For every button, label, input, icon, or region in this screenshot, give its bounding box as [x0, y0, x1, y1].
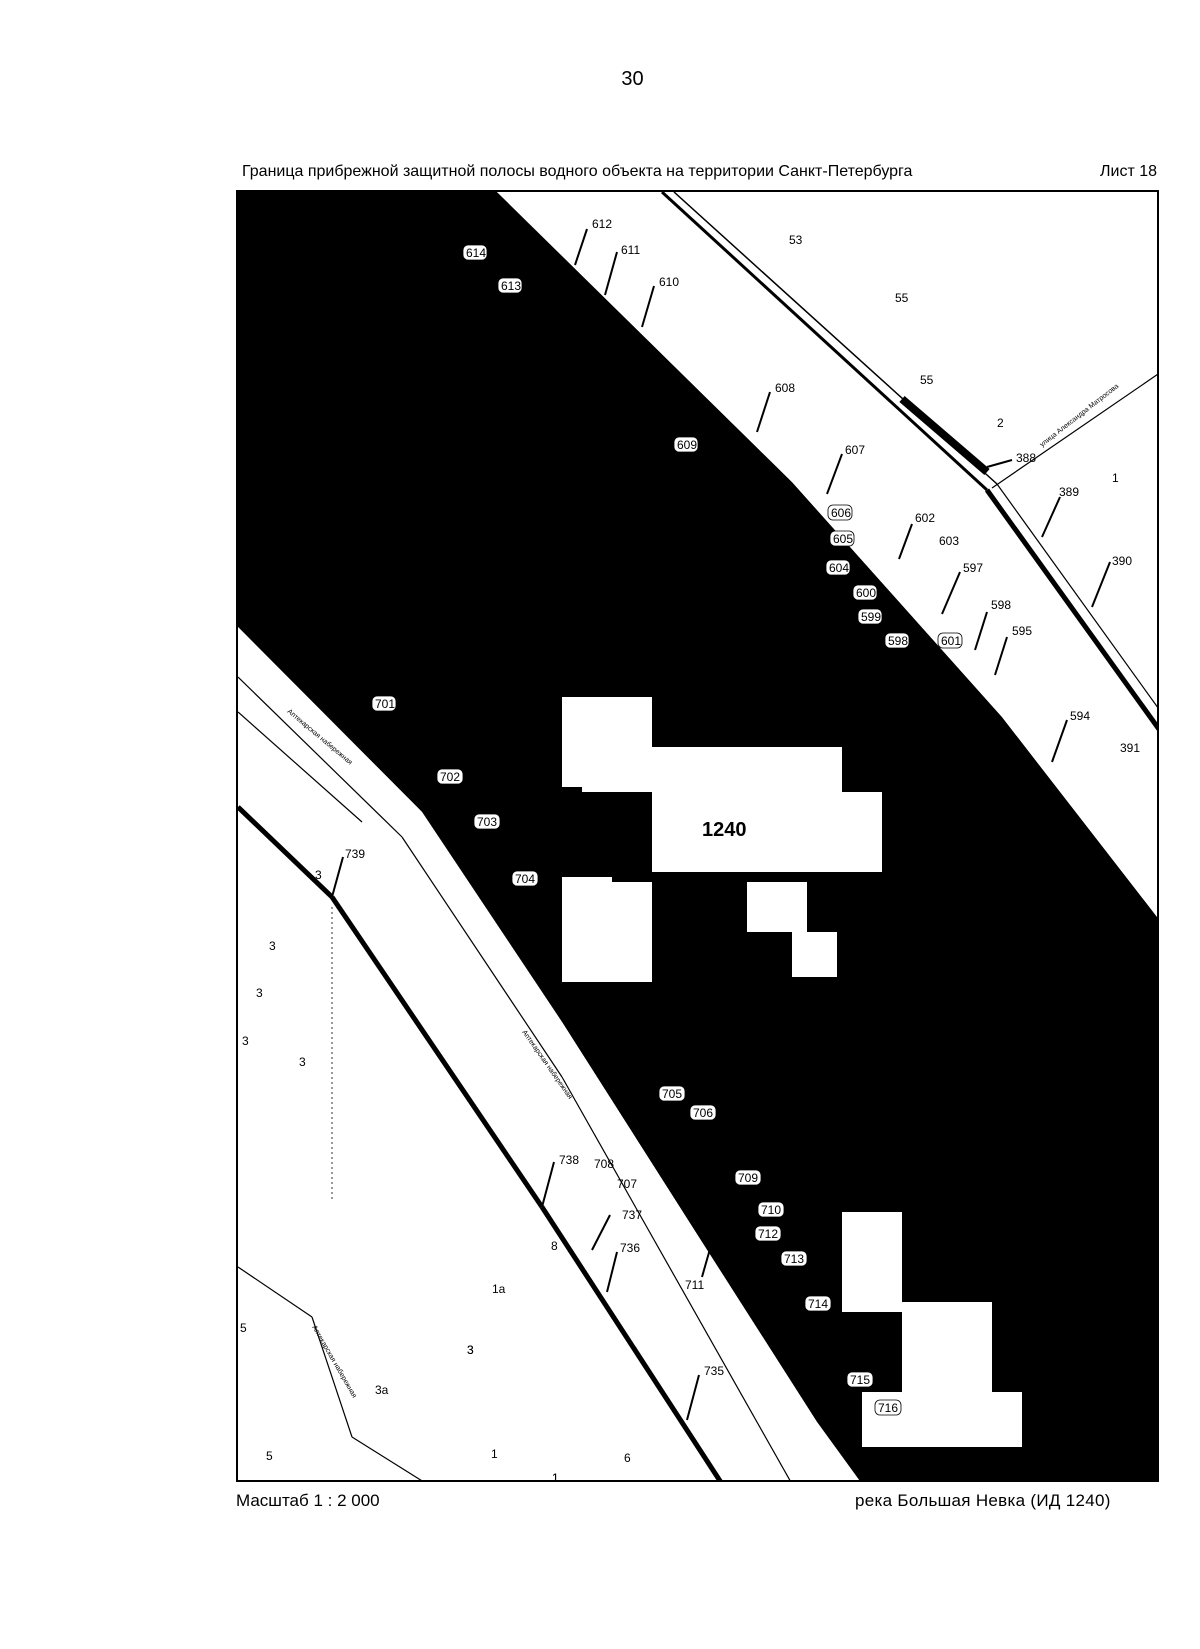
point-label: 707 — [617, 1177, 637, 1191]
sw-roads — [238, 676, 791, 1480]
parcel-label: 3 — [467, 1343, 474, 1357]
boxed-point-label: 600 — [856, 586, 876, 600]
boxed-point-label: 701 — [375, 697, 395, 711]
boxed-point-label: 609 — [677, 438, 697, 452]
parcel-label: 1 — [491, 1447, 498, 1461]
point-label: 610 — [659, 275, 679, 289]
parcel-label: 3 — [269, 939, 276, 953]
boxed-point-label: 709 — [738, 1171, 758, 1185]
point-label: 608 — [775, 381, 795, 395]
point-label: 611 — [621, 243, 640, 257]
boxed-point-label: 599 — [861, 610, 881, 624]
parcel-label: 1 — [1112, 471, 1119, 485]
boxed-point-label: 713 — [784, 1252, 804, 1266]
object-id-label: 1240 — [702, 819, 747, 841]
point-label: 388 — [1016, 451, 1036, 465]
parcel-label: 5 — [240, 1321, 247, 1335]
ne-roads — [660, 192, 1157, 731]
parcel-label: 1 — [552, 1471, 559, 1482]
boxed-point-label: 604 — [829, 561, 849, 575]
point-label: 711 — [685, 1278, 704, 1292]
parcel-label: 55 — [895, 291, 909, 305]
boxed-point-label: 714 — [808, 1297, 828, 1311]
parcel-labels: 53 55 55 2 1 1 3 3 3 3 3 3 8 1а 3 3а 5 5… — [240, 233, 1119, 1482]
boxed-point-label: 605 — [833, 532, 853, 546]
boxed-point-label: 598 — [888, 634, 908, 648]
boxed-point-label: 703 — [477, 815, 497, 829]
boxed-point-label: 601 — [941, 634, 961, 648]
parcel-label: 1 — [552, 1471, 559, 1482]
map-title: Граница прибрежной защитной полосы водно… — [242, 163, 913, 180]
point-label: 612 — [592, 217, 612, 231]
point-label: 607 — [845, 443, 865, 457]
structures-overlay — [562, 697, 1022, 1447]
point-label: 738 — [559, 1153, 579, 1167]
boxed-point-label: 715 — [850, 1373, 870, 1387]
point-label: 598 — [991, 598, 1011, 612]
boxed-point-label: 705 — [662, 1087, 682, 1101]
boxed-point-label: 712 — [758, 1227, 778, 1241]
point-label: 735 — [704, 1364, 724, 1378]
parcel-label: 5 — [266, 1449, 273, 1463]
point-label: 739 — [345, 847, 365, 861]
boxed-point-label: 606 — [831, 506, 851, 520]
point-label: 602 — [915, 511, 935, 525]
parcel-label: 8 — [551, 1239, 558, 1253]
water-object-label: река Большая Невка (ИД 1240) — [855, 1491, 1111, 1510]
ne-bank — [497, 192, 1157, 917]
point-label: 597 — [963, 561, 983, 575]
point-ticks — [331, 228, 1111, 1421]
boxed-point-label: 716 — [878, 1401, 898, 1415]
parcel-label: 53 — [789, 233, 803, 247]
point-label: 390 — [1112, 554, 1132, 568]
boxed-point-label: 710 — [761, 1203, 781, 1217]
boxed-point-label: 614 — [466, 246, 486, 260]
map-frame[interactable]: 1240 — [236, 190, 1159, 1482]
parcel-label: 3 — [467, 1343, 474, 1357]
parcel-label: 3а — [375, 1383, 389, 1397]
parcel-label: 3 — [299, 1055, 306, 1069]
point-label: 737 — [622, 1208, 642, 1222]
sw-embankment — [238, 627, 860, 1480]
parcel-label: 3 — [242, 1034, 249, 1048]
point-label: 594 — [1070, 709, 1090, 723]
boxed-point-label: 706 — [693, 1106, 713, 1120]
parcel-label: 3 — [315, 868, 322, 882]
boxed-point-labels: 614 613 609 606 605 604 600 599 598 601 … — [371, 244, 963, 1416]
boxed-point-label: 702 — [440, 770, 460, 784]
point-label: 389 — [1059, 485, 1079, 499]
point-label: 595 — [1012, 624, 1032, 638]
boxed-point-label: 704 — [515, 872, 535, 886]
parcel-label: 3 — [256, 986, 263, 1000]
point-label: 736 — [620, 1241, 640, 1255]
parcel-label: 55 — [920, 373, 934, 387]
parcel-label: 1в — [727, 371, 740, 385]
point-label: 708 — [594, 1157, 614, 1171]
map-canvas[interactable]: 1240 — [238, 192, 1159, 1482]
page-number: 30 — [621, 68, 644, 90]
scale-label: Масштаб 1 : 2 000 — [236, 1491, 380, 1510]
point-label: 603 — [939, 534, 959, 548]
point-labels: 612 611 610 608 607 602 603 597 598 595 … — [345, 217, 1140, 1378]
structures-dark — [612, 822, 792, 1022]
parcel-label: 2 — [997, 416, 1004, 430]
boxed-point-label: 613 — [501, 279, 521, 293]
sheet-label: Лист 18 — [1100, 163, 1158, 180]
point-label: 391 — [1120, 741, 1140, 755]
parcel-label: 1а — [492, 1282, 506, 1296]
parcel-label: 6 — [624, 1451, 631, 1465]
